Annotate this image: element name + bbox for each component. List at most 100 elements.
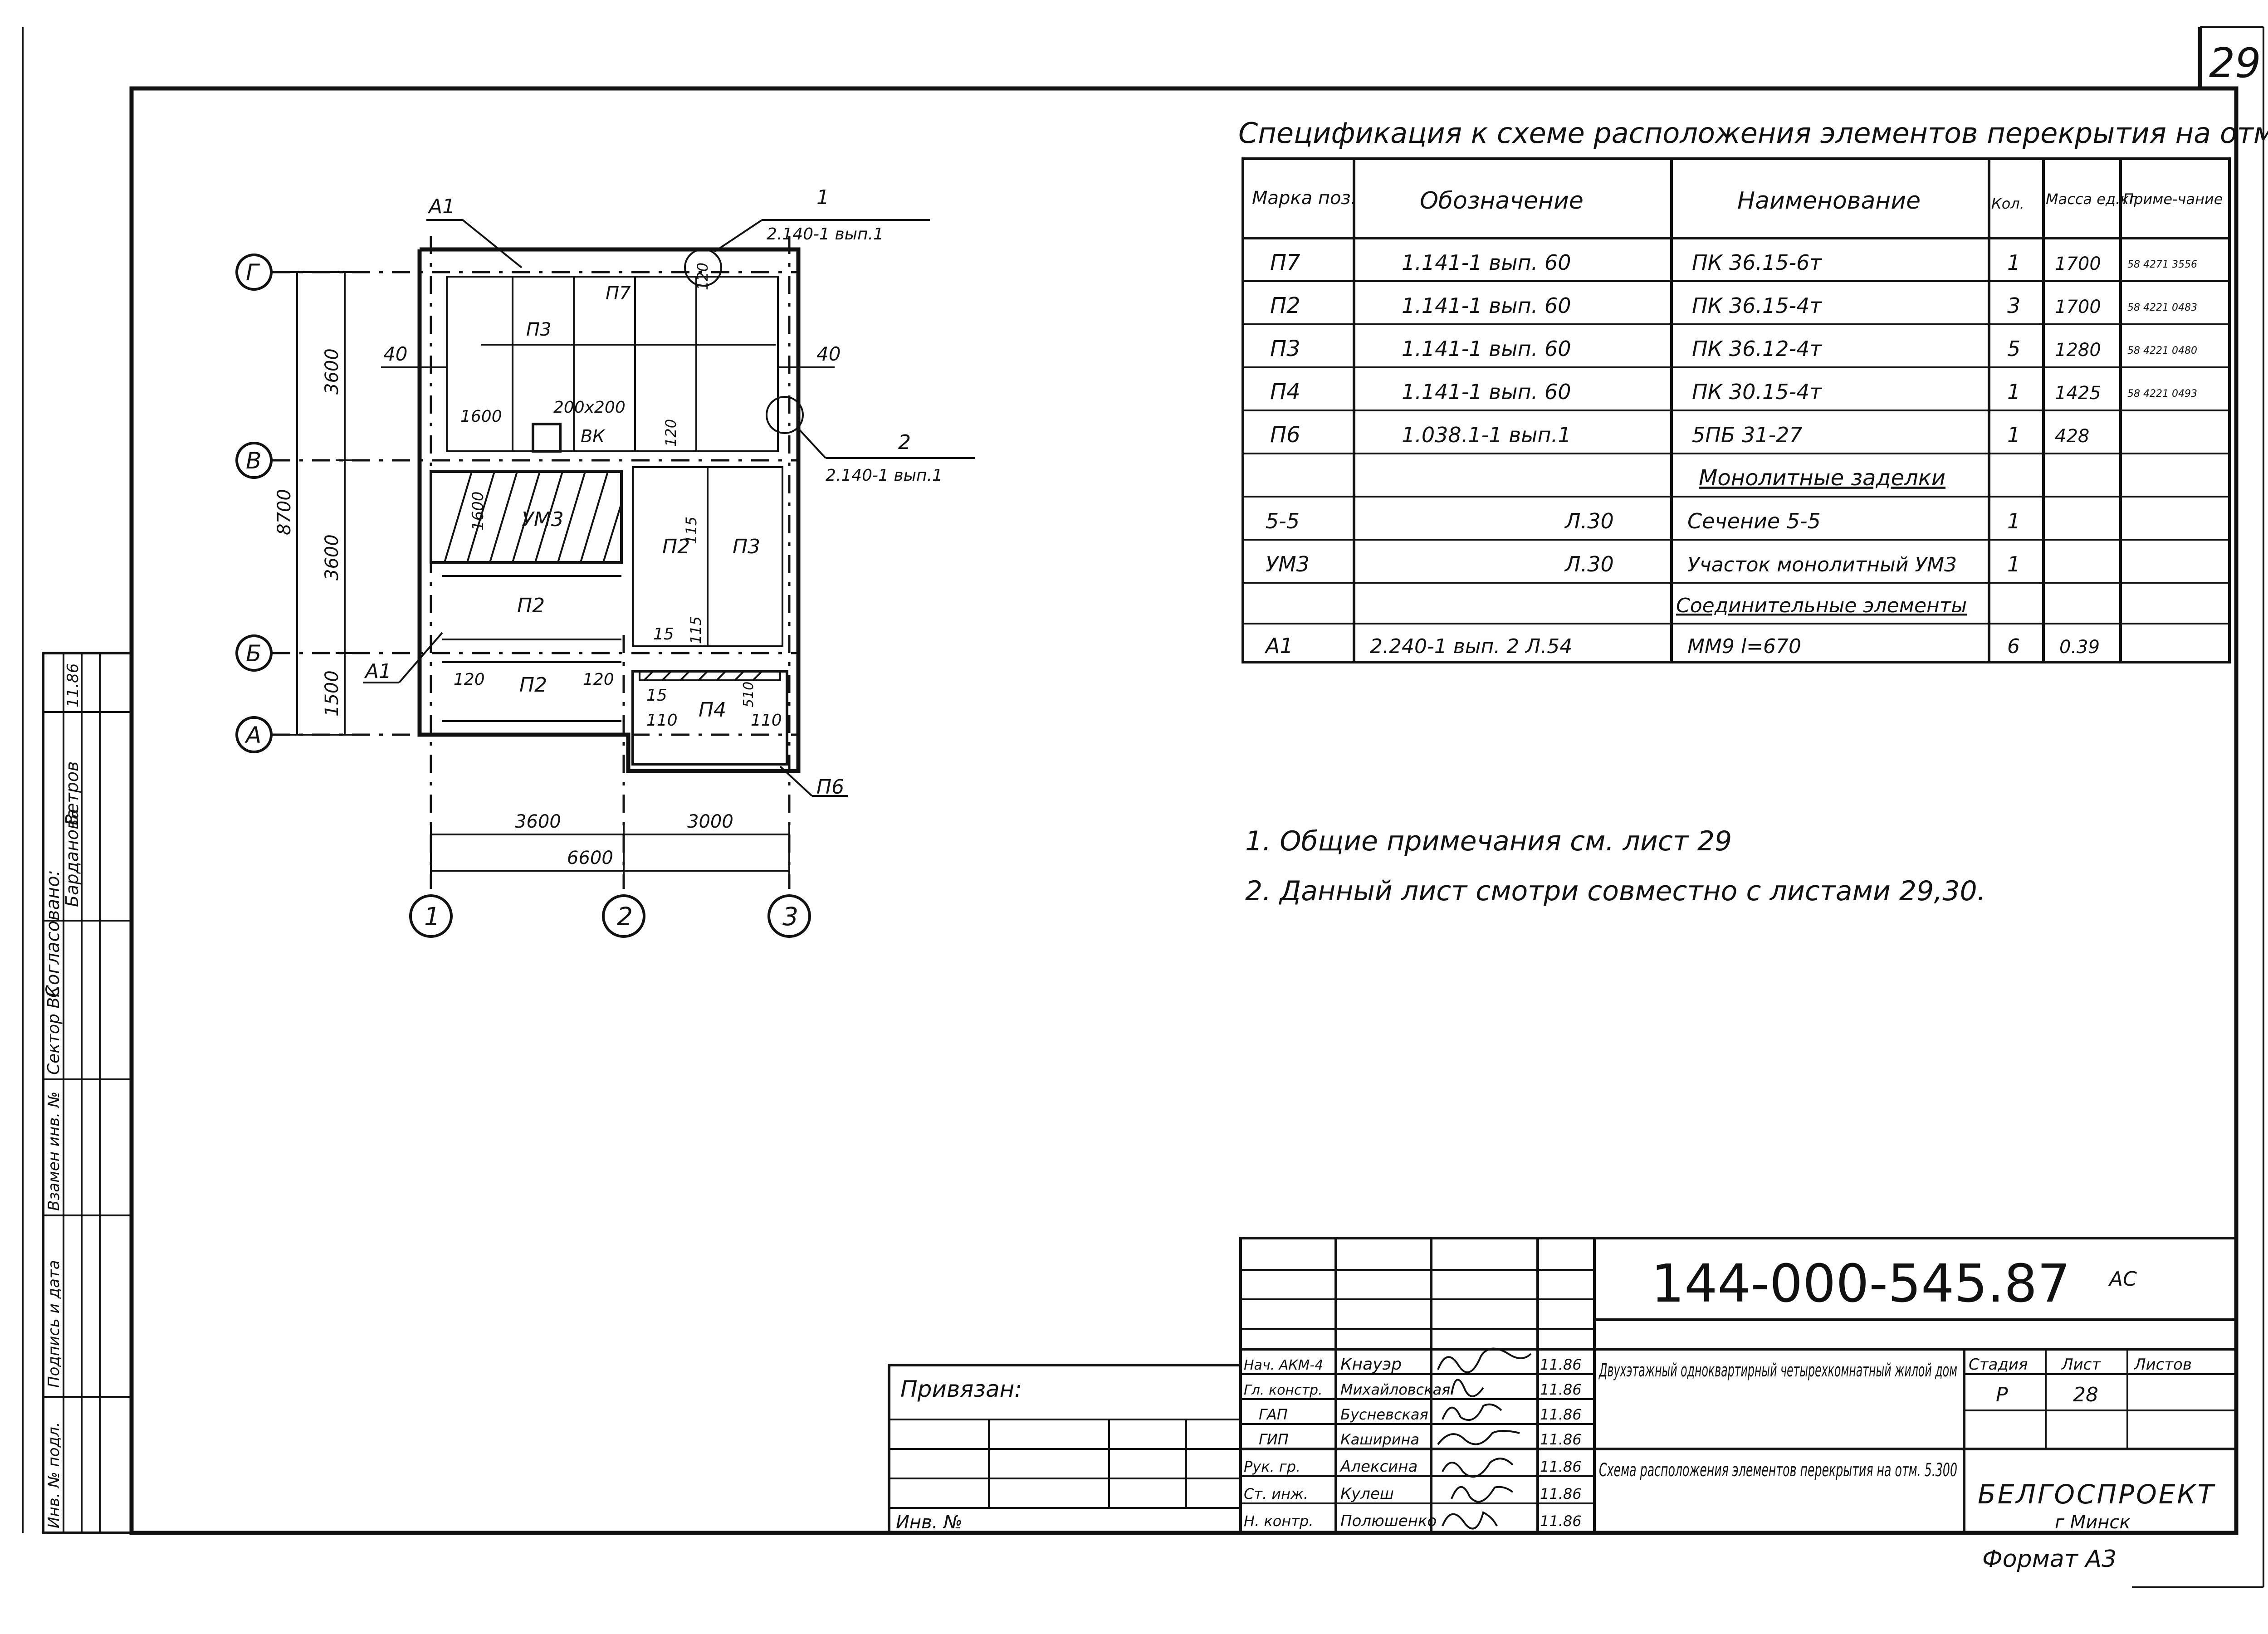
stamp-date-4: 11.86 [1540,1458,1582,1475]
spec-r6-qty: 1 [2007,509,2020,533]
spec-r7-qty: 1 [2007,552,2020,576]
spec-r1-designation: 1.141-1 вып. 60 [1402,293,1571,318]
object-title: Двухэтажный одноквартирный четырехкомнат… [1598,1360,1957,1381]
spec-r1-mark: П2 [1270,293,1300,318]
stamp-name-0: Кнауэр [1340,1355,1402,1374]
dim-510: 510 [741,682,757,707]
spec-r2-qty: 5 [2007,337,2020,361]
floor-plan: Г В Б А 1 2 3 8700 3600 3600 1500 [235,186,975,938]
replaced-inv-label: Взамен инв. № [45,1092,63,1211]
stamp-date-5: 11.86 [1540,1485,1582,1502]
callout-2-number: 2 [898,431,911,454]
dim-40-left: 40 [383,343,407,365]
spec-header-qty: Кол. [1991,195,2024,212]
sheet-frame: 29 [22,26,2264,1587]
callout-node-1: 1 2.140-1 вып.1 [684,186,930,287]
axis-label-2: 2 [617,902,633,931]
dim-1600: 1600 [460,407,502,426]
stamp-role-5: Ст. инж. [1244,1485,1308,1502]
sheet-corner-number: 29 [2209,39,2261,87]
callout-1-reference: 2.140-1 вып.1 [767,225,884,244]
sheets-header: Листов [2133,1356,2192,1374]
general-notes: 1. Общие примечания см. лист 29 2. Данны… [1245,825,1986,907]
spec-r0-designation: 1.141-1 вып. 60 [1402,250,1571,275]
spec-r7-designation: Л.30 [1564,552,1614,576]
document-code: 144-000-545.87 [1651,1254,2070,1314]
dim-6600-h: 6600 [567,848,613,868]
monolithic-area-um3 [430,470,623,564]
attachment-block: Привязан: Инв. № [888,1364,1242,1534]
label-um3: УМ3 [522,508,564,531]
stamp-date-2: 11.86 [1540,1406,1582,1423]
dim-1500: 1500 [322,670,342,717]
attached-inv-label: Инв. № [896,1512,963,1533]
title-block: 144-000-545.87 АС Нач. АКМ-4 Кнауэр 11.8… [1239,1237,2238,1534]
stage-value: Р [1996,1383,2008,1406]
spec-r1-mass: 1700 [2055,297,2101,317]
approver-1: Барданова [62,809,82,907]
dim-8700: 8700 [274,489,295,535]
signature-date-label: Подпись и дата [45,1260,63,1388]
spec-r9-designation: 2.240-1 вып. 2 Л.54 [1370,635,1572,658]
dim-110-b: 110 [751,711,782,730]
sheet-value: 28 [2073,1383,2098,1406]
stamp-name-5: Кулеш [1340,1485,1394,1503]
spec-r5-section: Монолитные заделки [1699,465,1945,491]
spec-r6-mark: 5-5 [1266,509,1300,533]
spec-r3-designation: 1.141-1 вып. 60 [1402,380,1571,404]
spec-r3-mass: 1425 [2055,383,2101,404]
label-p2-middle: П2 [662,535,690,558]
building-outline [417,247,801,773]
stamp-role-3: ГИП [1259,1431,1289,1448]
signatures [1437,1347,1532,1530]
label-p3-right: П3 [733,535,760,558]
note-2: 2. Данный лист смотри совместно с листам… [1245,875,1986,907]
spec-r2-mark: П3 [1270,336,1300,361]
spec-r9-name: ММ9 l=670 [1687,635,1801,658]
dim-115-a: 115 [683,517,700,544]
dim-110-a: 110 [646,711,678,730]
spec-r2-designation: 1.141-1 вып. 60 [1402,337,1571,361]
approval-date: 11.86 [64,663,82,707]
dim-120-vertical: 120 [662,419,679,447]
dim-3600-lower: 3600 [322,534,342,580]
spec-r4-mass: 428 [2055,426,2089,447]
spec-r3-note: 58 4221 0493 [2127,388,2197,400]
dim-40-right: 40 [816,343,841,365]
spec-r2-note: 58 4221 0480 [2127,345,2197,356]
spec-r9-qty: 6 [2007,635,2020,658]
spec-r0-name: ПК 36.15-6т [1692,250,1822,275]
sheet-title: Схема расположения элементов перекрытия … [1599,1460,1957,1481]
left-binding-strip: Согласовано: Барданова Ветров 11.86 Сект… [42,652,133,1534]
axis-label-b: Б [246,640,261,667]
spec-header-mass: Масса ед.кг [2046,190,2137,208]
label-p7: П7 [606,283,631,304]
spec-r0-mark: П7 [1270,250,1300,275]
spec-r0-mass: 1700 [2055,254,2101,274]
sheet-header: Лист [2061,1356,2101,1374]
spec-r7-name: Участок монолитный УМ3 [1687,553,1957,576]
stamp-name-4: Алексина [1339,1458,1418,1476]
callout-2-reference: 2.140-1 вып.1 [826,466,943,485]
callout-1-number: 1 [816,186,829,209]
label-p2-bottom: П2 [519,673,547,697]
spec-r2-mass: 1280 [2055,340,2101,361]
dim-15-b: 15 [646,686,667,705]
original-inv-label: Инв. № подл. [45,1422,63,1528]
spec-header-mark: Марка поз. [1252,188,1356,209]
label-p6: П6 [816,776,844,799]
stamp-name-6: Полюшенко [1340,1512,1437,1530]
label-p3-top: П3 [526,319,552,340]
stamp-date-1: 11.86 [1540,1381,1582,1398]
spec-r0-note: 58 4271 3556 [2127,259,2197,270]
spec-r3-name: ПК 30.15-4т [1692,380,1822,404]
spec-r6-designation: Л.30 [1564,509,1614,533]
stamp-role-1: Гл. констр. [1244,1382,1323,1398]
spec-r1-name: ПК 36.15-4т [1692,293,1822,318]
label-a1-left: А1 [364,660,391,683]
axis-label-3: 3 [782,902,798,931]
specification-table: Спецификация к схеме расположения элемен… [1238,117,2268,663]
horizontal-dimensions: 3600 3000 6600 [430,811,790,880]
spec-header-note: Приме-чание [2123,190,2223,208]
